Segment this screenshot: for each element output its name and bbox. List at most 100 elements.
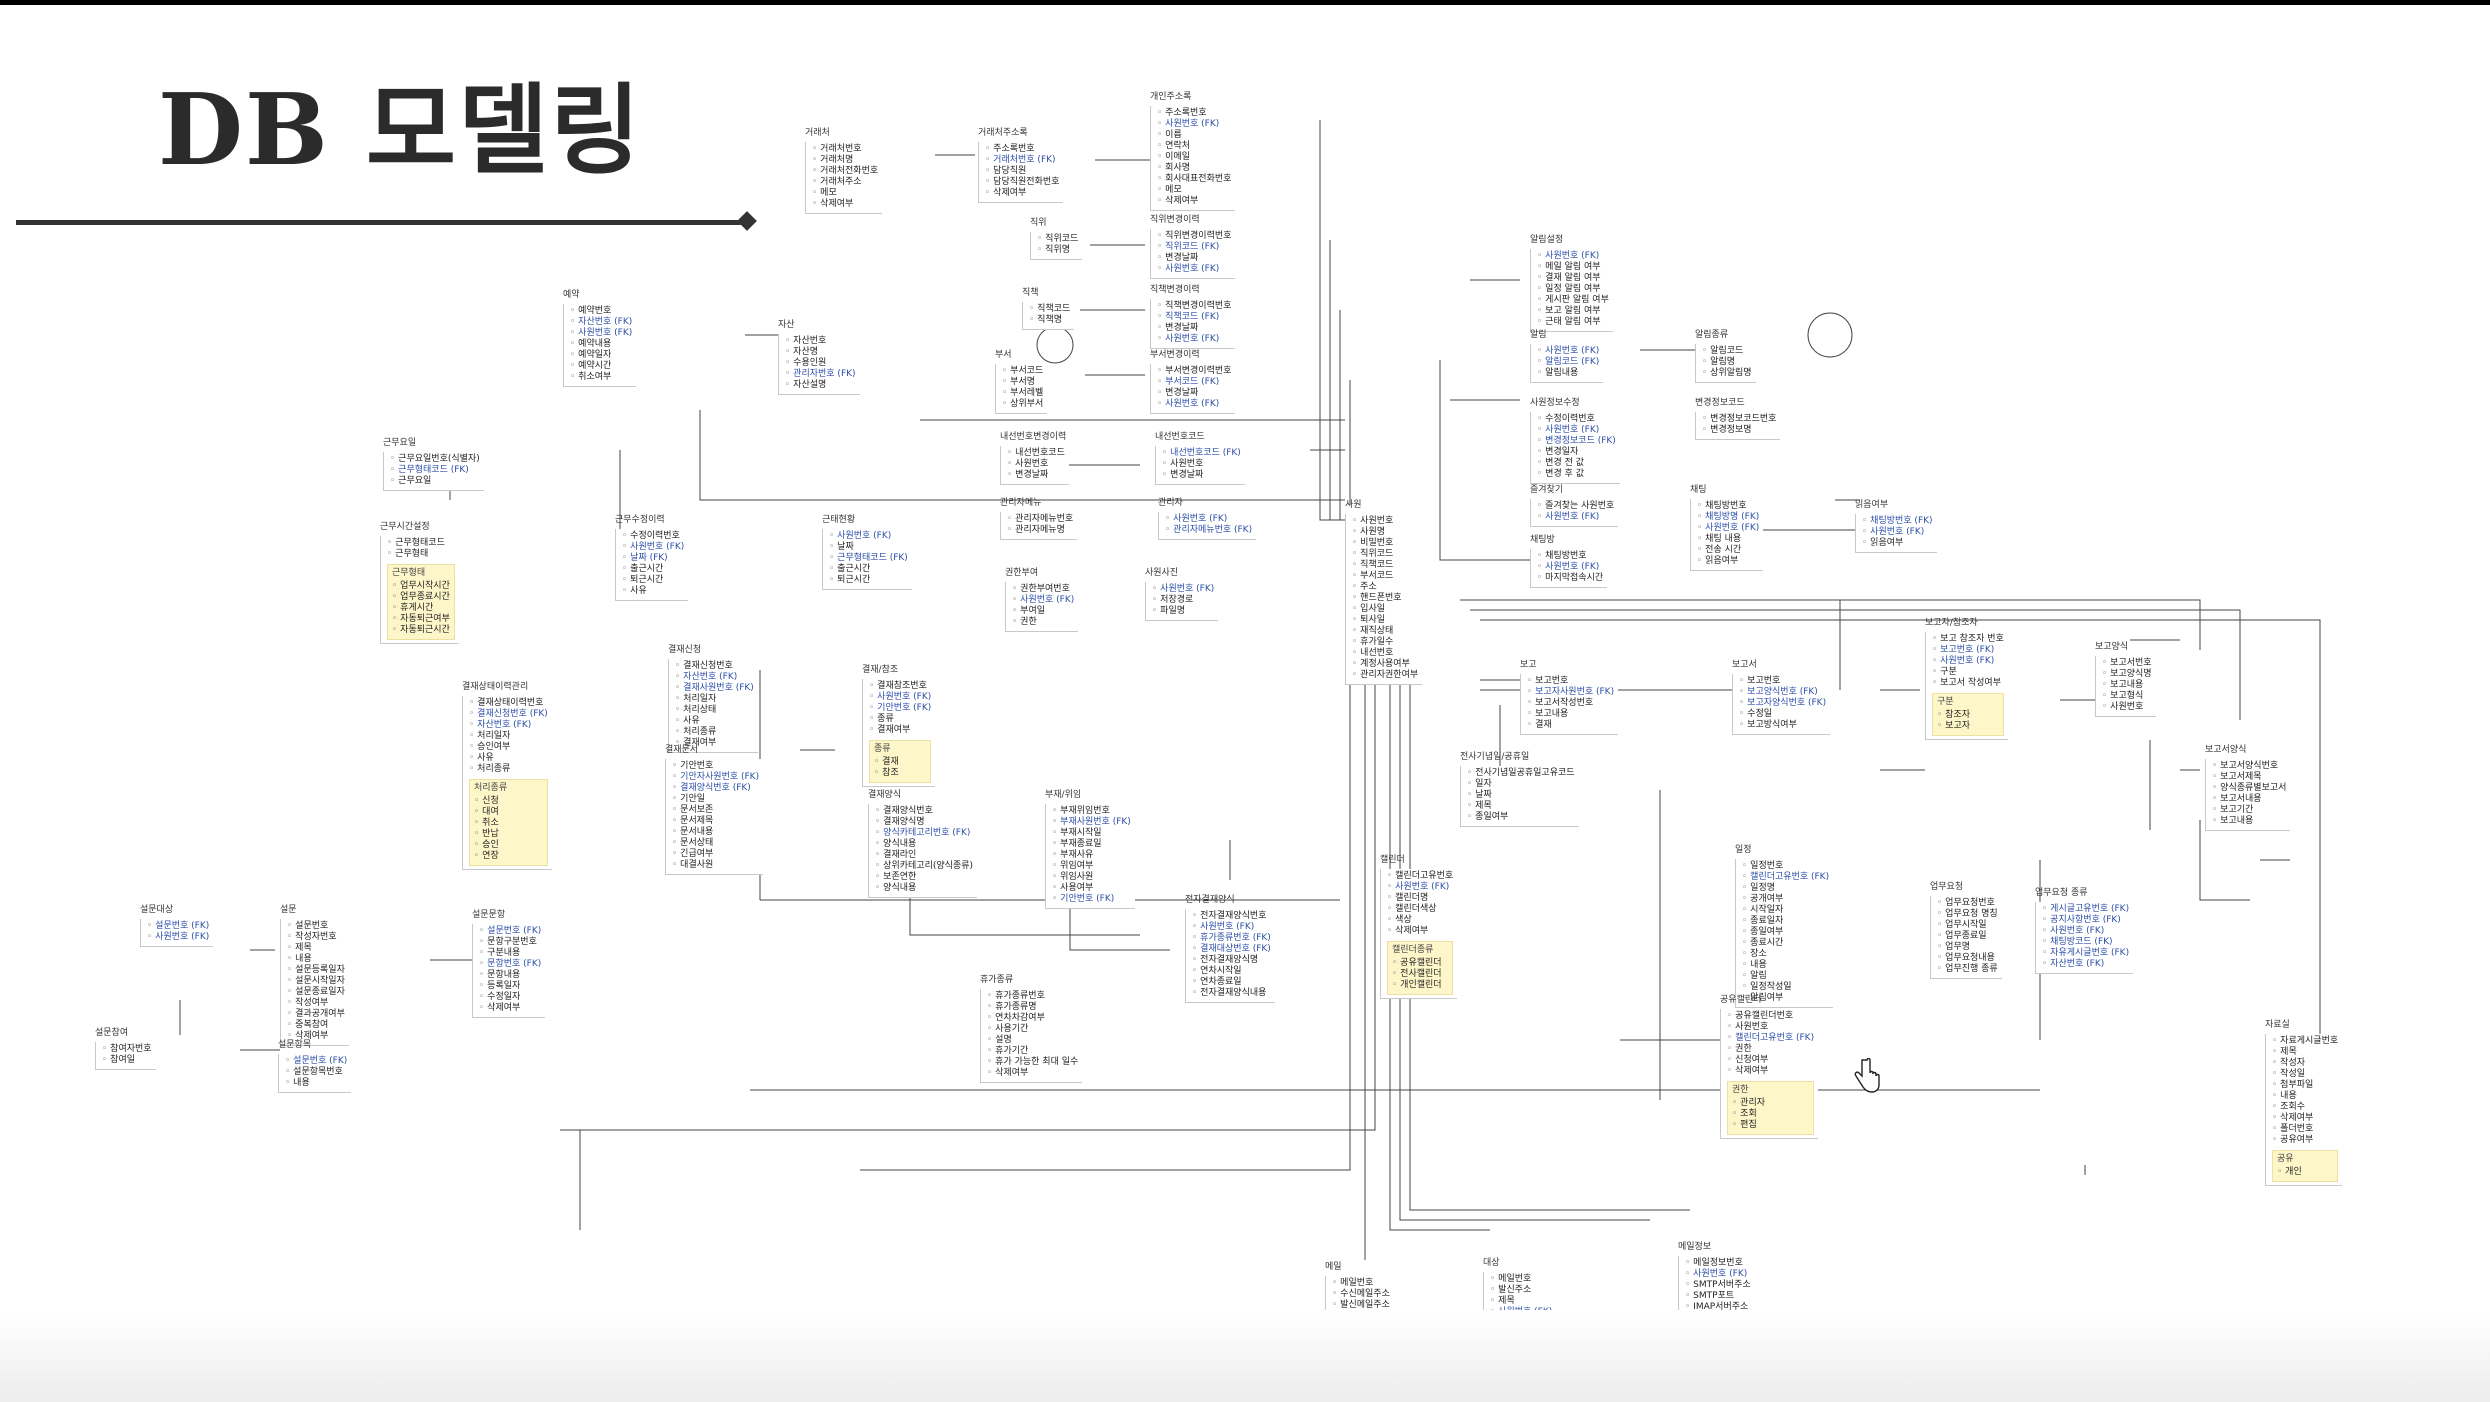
entity-e40: 설문설문번호작성자번호제목내용설문등록일자설문시작일자설문종료일자작성여부결과공…	[280, 905, 349, 1046]
entity-attribute-box: 부서코드부서명부서레벨상위부서	[995, 364, 1048, 414]
entity-attribute-box: 내선번호코드사원번호변경날짜	[1000, 446, 1069, 485]
entity-name: 메일정보	[1678, 1242, 1712, 1252]
entity-attribute: 변경정보명	[1702, 425, 1776, 436]
entity-attribute: 참여자번호	[102, 1044, 151, 1055]
entity-attribute: 직위명	[1037, 245, 1078, 256]
entity-attribute: 보고서번호	[2102, 658, 2151, 669]
hand-pointer-cursor-icon	[1854, 1058, 1880, 1093]
entity-attribute: 메일번호	[1332, 1278, 1394, 1289]
entity-attribute-box: 보고서번호보고양식명보고내용보고형식사원번호	[2095, 656, 2156, 717]
value-group-item: 승인	[474, 840, 543, 851]
value-group-item: 참조	[874, 768, 926, 779]
entity-attribute: 날짜	[829, 542, 908, 553]
entity-name: 보고양식	[2095, 642, 2129, 652]
entity-attribute: 부서코드	[1352, 571, 1418, 582]
entity-attribute: 업무요청내용	[1937, 953, 1998, 964]
entity-attribute-box: 사원번호 (FK)관리자메뉴번호 (FK)	[1158, 512, 1257, 540]
entity-attribute-box: 내선번호코드 (FK)사원번호변경날짜	[1155, 446, 1245, 485]
entity-attribute-box: 설문번호 (FK)사원번호 (FK)	[140, 919, 214, 947]
entity-attribute: 근무요일	[390, 476, 480, 487]
foreign-key-attribute: 사원번호 (FK)	[147, 932, 209, 943]
entity-name: 변경정보코드	[1695, 398, 1745, 408]
entity-e26: 사원정보수정수정이력번호사원번호 (FK)변경정보코드 (FK)변경일자변경 전…	[1530, 398, 1620, 484]
foreign-key-attribute: 결재사원번호 (FK)	[675, 683, 754, 694]
entity-attribute: 전자결재양식명	[1192, 955, 1271, 966]
foreign-key-attribute: 사원번호 (FK)	[1157, 119, 1231, 130]
foreign-key-attribute: 결재양식번호 (FK)	[672, 783, 759, 794]
entity-attribute: 사원번호	[1007, 459, 1065, 470]
entity-attribute: 파일명	[1152, 606, 1214, 617]
entity-attribute: 수용인원	[785, 358, 856, 369]
value-group-name: 공유	[2277, 1154, 2294, 1164]
value-group-item: 대여	[474, 807, 543, 818]
foreign-key-attribute: 보고번호 (FK)	[1932, 645, 2004, 656]
entity-attribute: 공유캘린더번호	[1727, 1011, 1814, 1022]
entity-attribute: 직위변경이력번호	[1157, 231, 1231, 242]
value-group-item: 신청	[474, 796, 543, 807]
value-group-name: 구분	[1937, 697, 1954, 707]
entity-e18: 관리자메뉴관리자메뉴번호관리자메뉴명	[1000, 498, 1078, 540]
entity-attribute-box: 주소록번호사원번호 (FK)이름연락처이메일회사명회사대표전화번호메모삭제여부	[1150, 106, 1236, 211]
entity-name: 직책	[1022, 288, 1039, 298]
value-group-item: 업무시작시간	[392, 581, 450, 592]
entity-attribute: 알림내용	[1537, 368, 1599, 379]
entity-attribute: 근태 알림 여부	[1537, 317, 1609, 328]
foreign-key-attribute: 사원번호 (FK)	[1537, 512, 1614, 523]
entity-attribute: 업무요청 명칭	[1937, 909, 1998, 920]
entity-attribute: 권한	[1012, 617, 1074, 628]
entity-attribute: 근무요일번호(식별자)	[390, 454, 480, 465]
entity-attribute-box: 보고번호보고자사원번호 (FK)보고서작성번호보고내용결재	[1520, 674, 1619, 735]
entity-attribute: 설문시작일자	[287, 976, 345, 987]
entity-attribute: 자산설명	[785, 380, 856, 391]
foreign-key-attribute: 자유게시글번호 (FK)	[2042, 948, 2129, 959]
entity-attribute: 메일번호	[1490, 1274, 1552, 1285]
entity-e19: 관리자사원번호 (FK)관리자메뉴번호 (FK)	[1158, 498, 1257, 540]
foreign-key-attribute: 사원번호 (FK)	[1932, 656, 2004, 667]
entity-attribute-box: 근무요일번호(식별자)근무형태코드 (FK)근무요일	[383, 452, 484, 491]
entity-attribute: 자산명	[785, 347, 856, 358]
entity-attribute: 보고내용	[2212, 816, 2286, 827]
entity-attribute: 문항내용	[479, 970, 541, 981]
entity-attribute: 삭제여부	[1387, 926, 1453, 937]
entity-attribute: 상위부서	[1002, 399, 1043, 410]
entity-attribute: 거래처번호	[812, 144, 878, 155]
relationship-line	[1319, 120, 1345, 521]
entity-e51: 캘린더캘린더고유번호사원번호 (FK)캘린더명캘린더색상색상삭제여부캘린더종류공…	[1380, 855, 1458, 999]
entity-name: 거래처주소록	[978, 128, 1028, 138]
foreign-key-attribute: 거래처번호 (FK)	[985, 155, 1059, 166]
entity-e56: 자료실자료게시글번호제목작성자작성일첨부파일내용조회수삭제여부폴더번호공유여부공…	[2265, 1020, 2343, 1186]
foreign-key-attribute: 결재신청번호 (FK)	[469, 709, 548, 720]
entity-attribute: 긴급여부	[672, 849, 759, 860]
entity-attribute: 연차시작일	[1192, 966, 1271, 977]
entity-name: 설문	[280, 905, 297, 915]
entity-attribute: 폴더번호	[2272, 1124, 2338, 1135]
entity-attribute: 보고양식명	[2102, 669, 2151, 680]
entity-attribute-box: 수정이력번호사원번호 (FK)날짜 (FK)출근시간퇴근시간사유	[615, 529, 689, 601]
entity-attribute: 전자결재양식번호	[1192, 911, 1271, 922]
entity-attribute: 신청여부	[1727, 1055, 1814, 1066]
entity-name: 부서변경이력	[1150, 350, 1200, 360]
entity-attribute: 양식종류별보고서	[2212, 783, 2286, 794]
entity-attribute: 조회수	[2272, 1102, 2338, 1113]
entity-attribute-box: 거래처번호거래처명거래처전화번호거래처주소메모삭제여부	[805, 142, 883, 214]
value-group-item: 보고자	[1937, 721, 1999, 732]
entity-attribute: 종류	[869, 714, 931, 725]
value-group-item: 휴게시간	[392, 603, 450, 614]
entity-e36: 결재양식결재양식번호결재양식명양식카테고리번호 (FK)양식내용결재라인상위카테…	[868, 790, 977, 898]
entity-attribute: 결재상태이력번호	[469, 698, 548, 709]
foreign-key-attribute: 채팅방명 (FK)	[1697, 512, 1759, 523]
entity-attribute: 변경 후 값	[1537, 469, 1616, 480]
value-group-item: 개인	[2277, 1167, 2333, 1178]
entity-attribute: 업무시작일	[1937, 920, 1998, 931]
entity-attribute: 일정명	[1742, 883, 1829, 894]
entity-e45: 보고보고번호보고자사원번호 (FK)보고서작성번호보고내용결재	[1520, 660, 1619, 735]
entity-attribute-box: 직위변경이력번호직위코드 (FK)변경날짜사원번호 (FK)	[1150, 229, 1236, 279]
entity-attribute: 예약내용	[570, 339, 632, 350]
foreign-key-attribute: 사원번호 (FK)	[1697, 523, 1759, 534]
foreign-key-attribute: 보고자양식번호 (FK)	[1739, 698, 1826, 709]
value-group-item: 편집	[1732, 1120, 1809, 1131]
entity-name: 근무수정이력	[615, 515, 665, 525]
entity-name: 설문참여	[95, 1028, 129, 1038]
entity-attribute-box: 변경정보코드번호변경정보명	[1695, 412, 1781, 440]
entity-attribute: 수정이력번호	[1537, 414, 1616, 425]
